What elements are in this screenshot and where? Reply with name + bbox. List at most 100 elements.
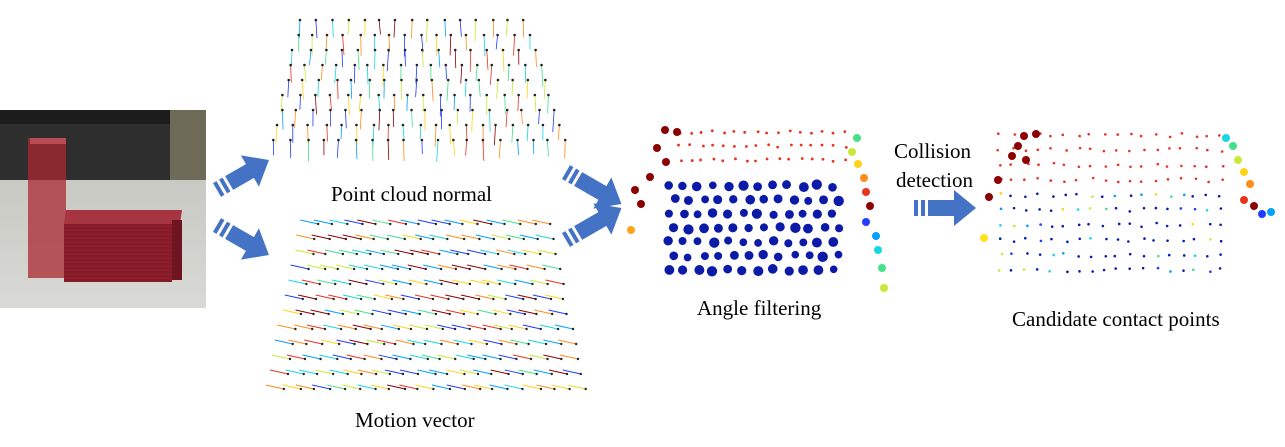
- candidate-point: [1036, 148, 1040, 152]
- candidate-point: [1169, 195, 1173, 198]
- motion-line: [467, 249, 486, 255]
- normal-line: [317, 79, 320, 97]
- filtered-point: [693, 237, 702, 246]
- arrow-head: [593, 203, 622, 235]
- motion-point: [468, 327, 471, 331]
- candidate-point: [1063, 180, 1066, 184]
- motion-line: [453, 339, 472, 345]
- candidate-point: [1154, 179, 1158, 183]
- normal-line: [393, 19, 396, 38]
- motion-point: [476, 222, 479, 226]
- motion-point: [323, 267, 327, 271]
- normal-line: [345, 109, 347, 129]
- candidate-point: [1207, 180, 1210, 184]
- arrow-to-candidates: [914, 190, 976, 226]
- motion-point: [404, 222, 408, 226]
- candidate-point: [1088, 207, 1092, 210]
- arrow-shaft: [574, 211, 609, 240]
- motion-point: [424, 267, 427, 271]
- candidate-point: [1165, 165, 1169, 168]
- normal-line: [299, 94, 301, 110]
- normal-point: [393, 18, 397, 22]
- normal-line: [406, 94, 408, 111]
- motion-point: [539, 387, 543, 391]
- motion-line: [536, 384, 555, 390]
- normal-point: [443, 18, 447, 22]
- motion-line: [395, 339, 414, 345]
- small-point: [680, 159, 683, 163]
- motion-line: [467, 354, 486, 360]
- label-motion-vector: Motion vector: [355, 408, 475, 432]
- tall-block: [28, 138, 66, 278]
- filtered-point: [805, 251, 814, 260]
- motion-point: [553, 387, 556, 391]
- normal-point: [421, 93, 425, 97]
- motion-line: [387, 219, 406, 225]
- label-angle-filtering: Angle filtering: [697, 296, 822, 320]
- normal-line: [357, 49, 360, 70]
- motion-point: [438, 252, 441, 256]
- motion-line: [421, 249, 440, 255]
- edge-dot: [637, 200, 645, 208]
- candidate-point: [1089, 236, 1092, 240]
- motion-line: [429, 234, 448, 240]
- normal-point: [430, 78, 434, 82]
- candidate-point: [1065, 149, 1068, 152]
- small-point: [743, 130, 747, 134]
- motion-point: [522, 297, 525, 301]
- normal-line: [356, 124, 358, 146]
- motion-point: [341, 312, 345, 316]
- small-point: [800, 157, 804, 160]
- filtered-point: [694, 265, 705, 275]
- motion-point: [523, 252, 527, 256]
- candidate-point: [1178, 224, 1182, 227]
- normal-line: [324, 49, 327, 65]
- motion-point: [490, 222, 493, 226]
- candidate-point: [1061, 133, 1065, 137]
- normal-point: [453, 93, 456, 97]
- small-point: [699, 131, 703, 134]
- candidate-point: [1219, 253, 1222, 256]
- candidate-point: [1217, 194, 1221, 198]
- normal-point: [387, 33, 391, 37]
- motion-point: [382, 342, 386, 346]
- motion-line: [421, 354, 440, 360]
- motion-line: [492, 309, 511, 315]
- small-point: [844, 145, 848, 149]
- arrow-stripe: [921, 200, 925, 216]
- filtered-point: [722, 209, 733, 219]
- motion-point: [483, 267, 487, 271]
- normal-point: [410, 18, 414, 22]
- filtered-point: [738, 180, 749, 191]
- motion-point: [282, 387, 286, 391]
- flow-arrows: [213, 155, 976, 260]
- candidate-point: [1127, 240, 1130, 243]
- small-point: [702, 144, 705, 148]
- arrow-shaft: [225, 163, 256, 190]
- edge-dot: [862, 188, 870, 196]
- motion-point: [500, 342, 503, 346]
- normal-line: [347, 94, 350, 116]
- normal-point: [373, 48, 377, 52]
- normal-line: [493, 124, 496, 146]
- filtered-point: [701, 195, 710, 204]
- motion-line: [321, 339, 340, 345]
- motion-point: [549, 297, 553, 301]
- motion-point: [494, 312, 497, 316]
- motion-point: [408, 267, 412, 271]
- candidate-point: [1009, 178, 1013, 181]
- motion-line: [498, 339, 517, 345]
- candidate-point: [1087, 132, 1091, 136]
- candidate-point: [1087, 222, 1090, 226]
- motion-line: [540, 324, 559, 330]
- motion-point: [554, 252, 557, 256]
- motion-point: [374, 372, 378, 376]
- motion-point: [404, 312, 407, 316]
- motion-point: [411, 252, 414, 256]
- motion-point: [374, 222, 377, 226]
- normal-point: [363, 18, 367, 22]
- normal-point: [446, 78, 450, 82]
- motion-line: [505, 234, 524, 240]
- candidate-point: [1180, 164, 1183, 168]
- motion-point: [492, 297, 495, 301]
